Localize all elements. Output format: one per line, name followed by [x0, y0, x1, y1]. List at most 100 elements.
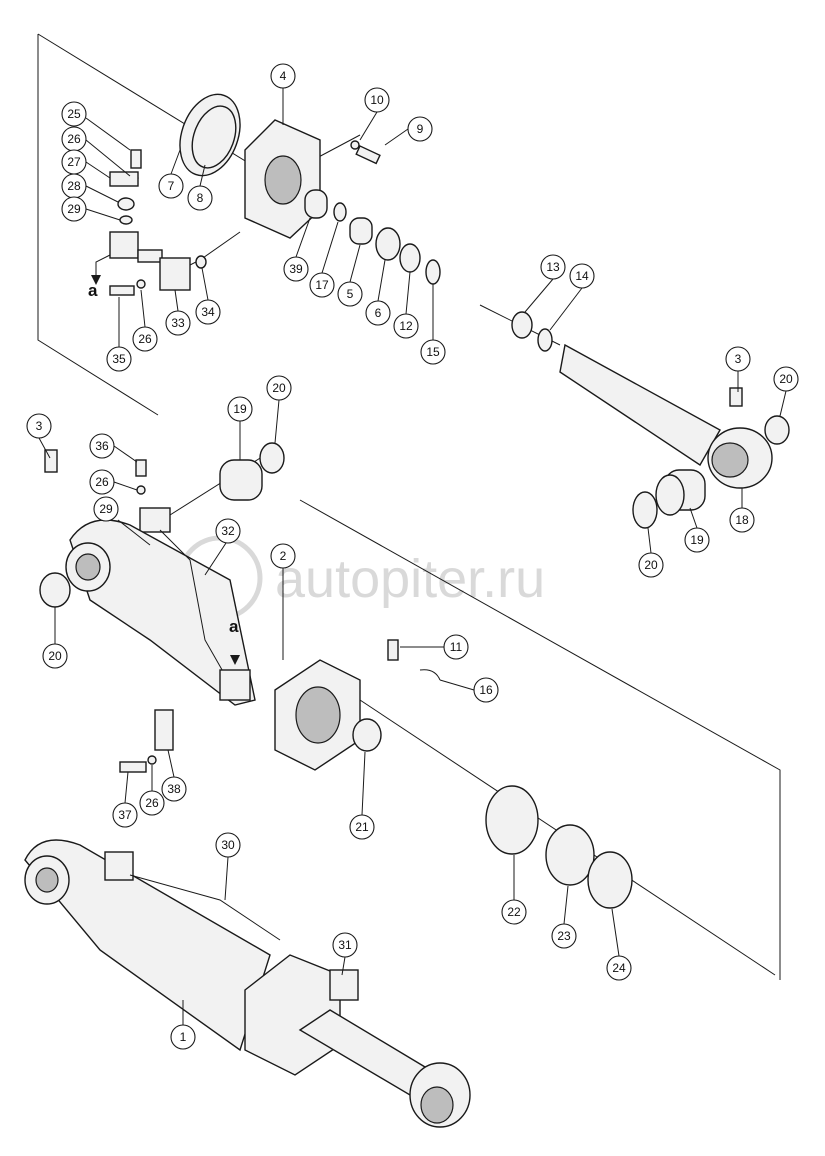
svg-text:20: 20 [644, 558, 658, 572]
assembled-bottom-bore [35, 867, 59, 893]
callout-39: 39 [283, 217, 311, 282]
callout-21: 21 [349, 751, 375, 840]
pipe-30 [129, 874, 281, 941]
washer-26-d [147, 755, 157, 765]
callout-26-b: 26 [132, 289, 158, 352]
seal-20-right [764, 415, 790, 445]
callout-26-d: 26 [139, 765, 165, 816]
callout-26-c: 26 [89, 469, 138, 495]
svg-text:7: 7 [168, 179, 175, 193]
callout-29-mid: 29 [93, 496, 151, 546]
svg-text:20: 20 [48, 649, 62, 663]
svg-text:33: 33 [171, 316, 185, 330]
svg-text:11: 11 [450, 640, 463, 654]
seal-6 [375, 227, 401, 261]
svg-text:13: 13 [546, 260, 560, 274]
callout-35: 35 [106, 297, 132, 372]
callout-16: 16 [439, 677, 499, 703]
svg-text:17: 17 [315, 278, 329, 292]
oring-34 [195, 255, 207, 269]
ring-16 [419, 669, 441, 681]
bushing-19-left [219, 459, 263, 501]
bolt-25 [130, 149, 142, 169]
block-cyl-bottom [219, 669, 251, 701]
svg-text:10: 10 [370, 93, 384, 107]
callout-7: 7 [158, 149, 184, 199]
block-31 [329, 969, 359, 1001]
washer-26-c [136, 485, 146, 495]
svg-text:14: 14 [575, 269, 589, 283]
callout-bubbles: 1 2 3 3 4 5 6 7 8 9 10 11 12 13 14 15 16… [26, 63, 799, 1050]
svg-text:37: 37 [118, 808, 132, 822]
svg-text:20: 20 [779, 372, 793, 386]
svg-text:22: 22 [507, 905, 521, 919]
bolt-35 [109, 285, 135, 296]
piston-22 [485, 785, 539, 855]
callout-20-right: 20 [773, 366, 799, 417]
callout-1: 1 [170, 1000, 196, 1050]
gland-group [179, 93, 441, 285]
callout-17: 17 [309, 221, 339, 298]
rod-eye-bore [711, 442, 749, 478]
block-cyl-top [139, 507, 171, 533]
arrow-a-top [91, 275, 101, 285]
ring-23 [545, 824, 595, 886]
svg-text:29: 29 [99, 502, 113, 516]
oring-29-a [119, 215, 133, 225]
callout-36: 36 [89, 433, 138, 463]
plate-27 [109, 171, 139, 187]
callout-24: 24 [606, 908, 632, 981]
svg-text:38: 38 [167, 782, 181, 796]
callout-30: 30 [215, 832, 241, 901]
svg-text:26: 26 [138, 332, 152, 346]
bottom-eye-bore [75, 553, 101, 581]
ring-8 [191, 105, 237, 169]
pipe-stub [137, 249, 163, 263]
arrow-a-mid [230, 655, 240, 665]
callout-11: 11 [400, 634, 469, 660]
callout-4: 4 [270, 63, 296, 125]
svg-text:9: 9 [417, 122, 424, 136]
callout-14: 14 [549, 263, 595, 331]
callout-3-right: 3 [725, 346, 751, 392]
callout-25: 25 [61, 101, 131, 151]
pipe-32 [159, 529, 226, 676]
arrow-label-mid: a [229, 617, 239, 636]
ring-24 [587, 851, 633, 909]
svg-text:32: 32 [221, 524, 235, 538]
ring-17 [333, 202, 347, 222]
arrow-label-top: a [88, 281, 98, 300]
washer-10 [350, 140, 360, 150]
ring-14 [537, 328, 553, 352]
svg-text:21: 21 [355, 820, 369, 834]
watermark-text: autopiter.ru [275, 549, 545, 609]
callout-38: 38 [161, 749, 187, 802]
svg-text:30: 30 [221, 838, 235, 852]
ring-20-right-a [655, 474, 685, 516]
svg-text:35: 35 [112, 352, 126, 366]
svg-text:12: 12 [399, 319, 413, 333]
head-flange-bore [295, 686, 341, 744]
callout-9: 9 [384, 116, 433, 146]
pipe-a-top [95, 254, 111, 275]
svg-text:26: 26 [95, 475, 109, 489]
cylinder-body-group: a [39, 442, 441, 773]
callout-5: 5 [337, 244, 363, 307]
grease-fitting-3-right [729, 387, 743, 407]
block-33 [159, 257, 191, 291]
callout-12: 12 [393, 271, 419, 339]
callout-2: 2 [270, 543, 296, 660]
assembled-cylinder [24, 839, 471, 1128]
fitting-group: a [88, 149, 207, 300]
bolt-36 [135, 459, 147, 477]
ring-15 [425, 259, 441, 285]
svg-text:36: 36 [95, 439, 109, 453]
svg-text:8: 8 [197, 191, 204, 205]
callout-28: 28 [61, 173, 119, 203]
piston-group [485, 785, 633, 909]
svg-text:24: 24 [612, 961, 626, 975]
callout-22: 22 [501, 855, 527, 925]
callout-13: 13 [524, 254, 566, 313]
